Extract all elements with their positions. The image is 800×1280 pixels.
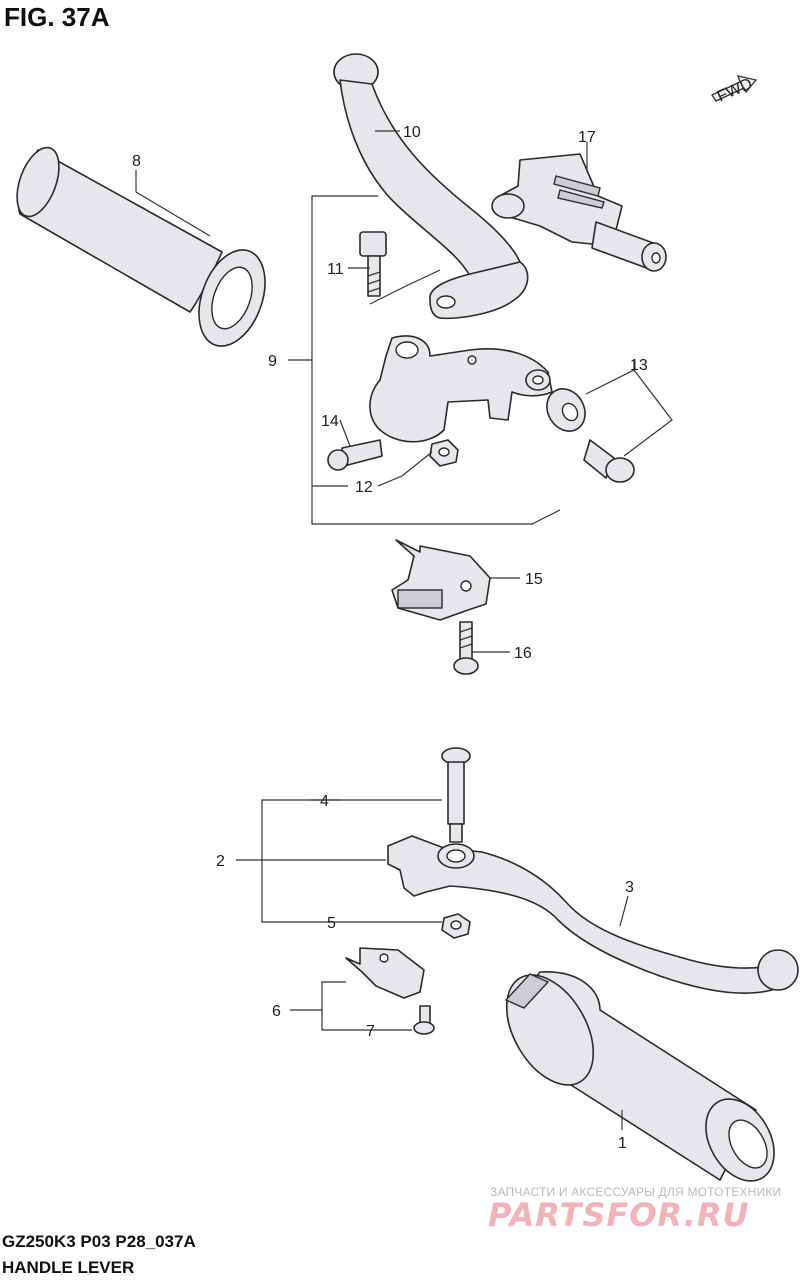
brake-pivot-bolt <box>441 747 471 843</box>
callout-6: 6 <box>272 1003 281 1020</box>
callout-15: 15 <box>525 571 543 588</box>
leader-lines <box>135 130 673 1130</box>
callout-7: 7 <box>366 1023 375 1040</box>
callout-2: 2 <box>216 853 225 870</box>
callout-12: 12 <box>355 479 373 496</box>
nut <box>429 439 459 467</box>
callout-1: 1 <box>618 1135 627 1152</box>
switch-screw <box>453 621 479 675</box>
adjuster-set <box>546 388 635 483</box>
throttle-grip <box>504 971 775 1182</box>
callouts: 1 2 3 4 5 6 7 8 9 10 11 12 13 14 15 16 1… <box>132 124 648 1152</box>
callout-4: 4 <box>320 793 329 810</box>
callout-17: 17 <box>578 129 596 146</box>
callout-9: 9 <box>268 353 277 370</box>
lever-holder <box>369 335 553 443</box>
callout-5: 5 <box>327 915 336 932</box>
callout-13: 13 <box>630 357 648 374</box>
clutch-switch <box>391 539 491 621</box>
brake-switch-screw <box>413 1005 435 1035</box>
callout-14: 14 <box>321 413 339 430</box>
watermark-tagline: ЗАПЧАСТИ И АКСЕССУАРЫ ДЛЯ МОТОТЕХНИКИ <box>490 1185 782 1199</box>
callout-3: 3 <box>625 879 634 896</box>
callout-10: 10 <box>403 124 421 141</box>
brake-lever <box>387 835 799 994</box>
pivot-bolt <box>359 231 387 297</box>
callout-11: 11 <box>327 261 344 278</box>
clutch-lever <box>333 53 529 320</box>
callout-16: 16 <box>514 645 532 662</box>
figure-name: HANDLE LEVER <box>2 1258 135 1277</box>
figure-title: FIG. 37A <box>4 2 110 32</box>
fwd-arrow-icon: FWD <box>711 75 758 106</box>
brake-nut <box>441 913 471 939</box>
fwd-label: FWD <box>715 75 755 105</box>
left-grip <box>16 146 266 347</box>
brake-switch <box>345 947 425 999</box>
holder-bolt <box>327 439 383 471</box>
cable-adjuster <box>491 153 667 272</box>
callout-8: 8 <box>132 153 141 170</box>
watermark-logo: PARTSFOR.RU <box>488 1196 750 1234</box>
model-code: GZ250K3 P03 P28_037A <box>2 1232 196 1251</box>
